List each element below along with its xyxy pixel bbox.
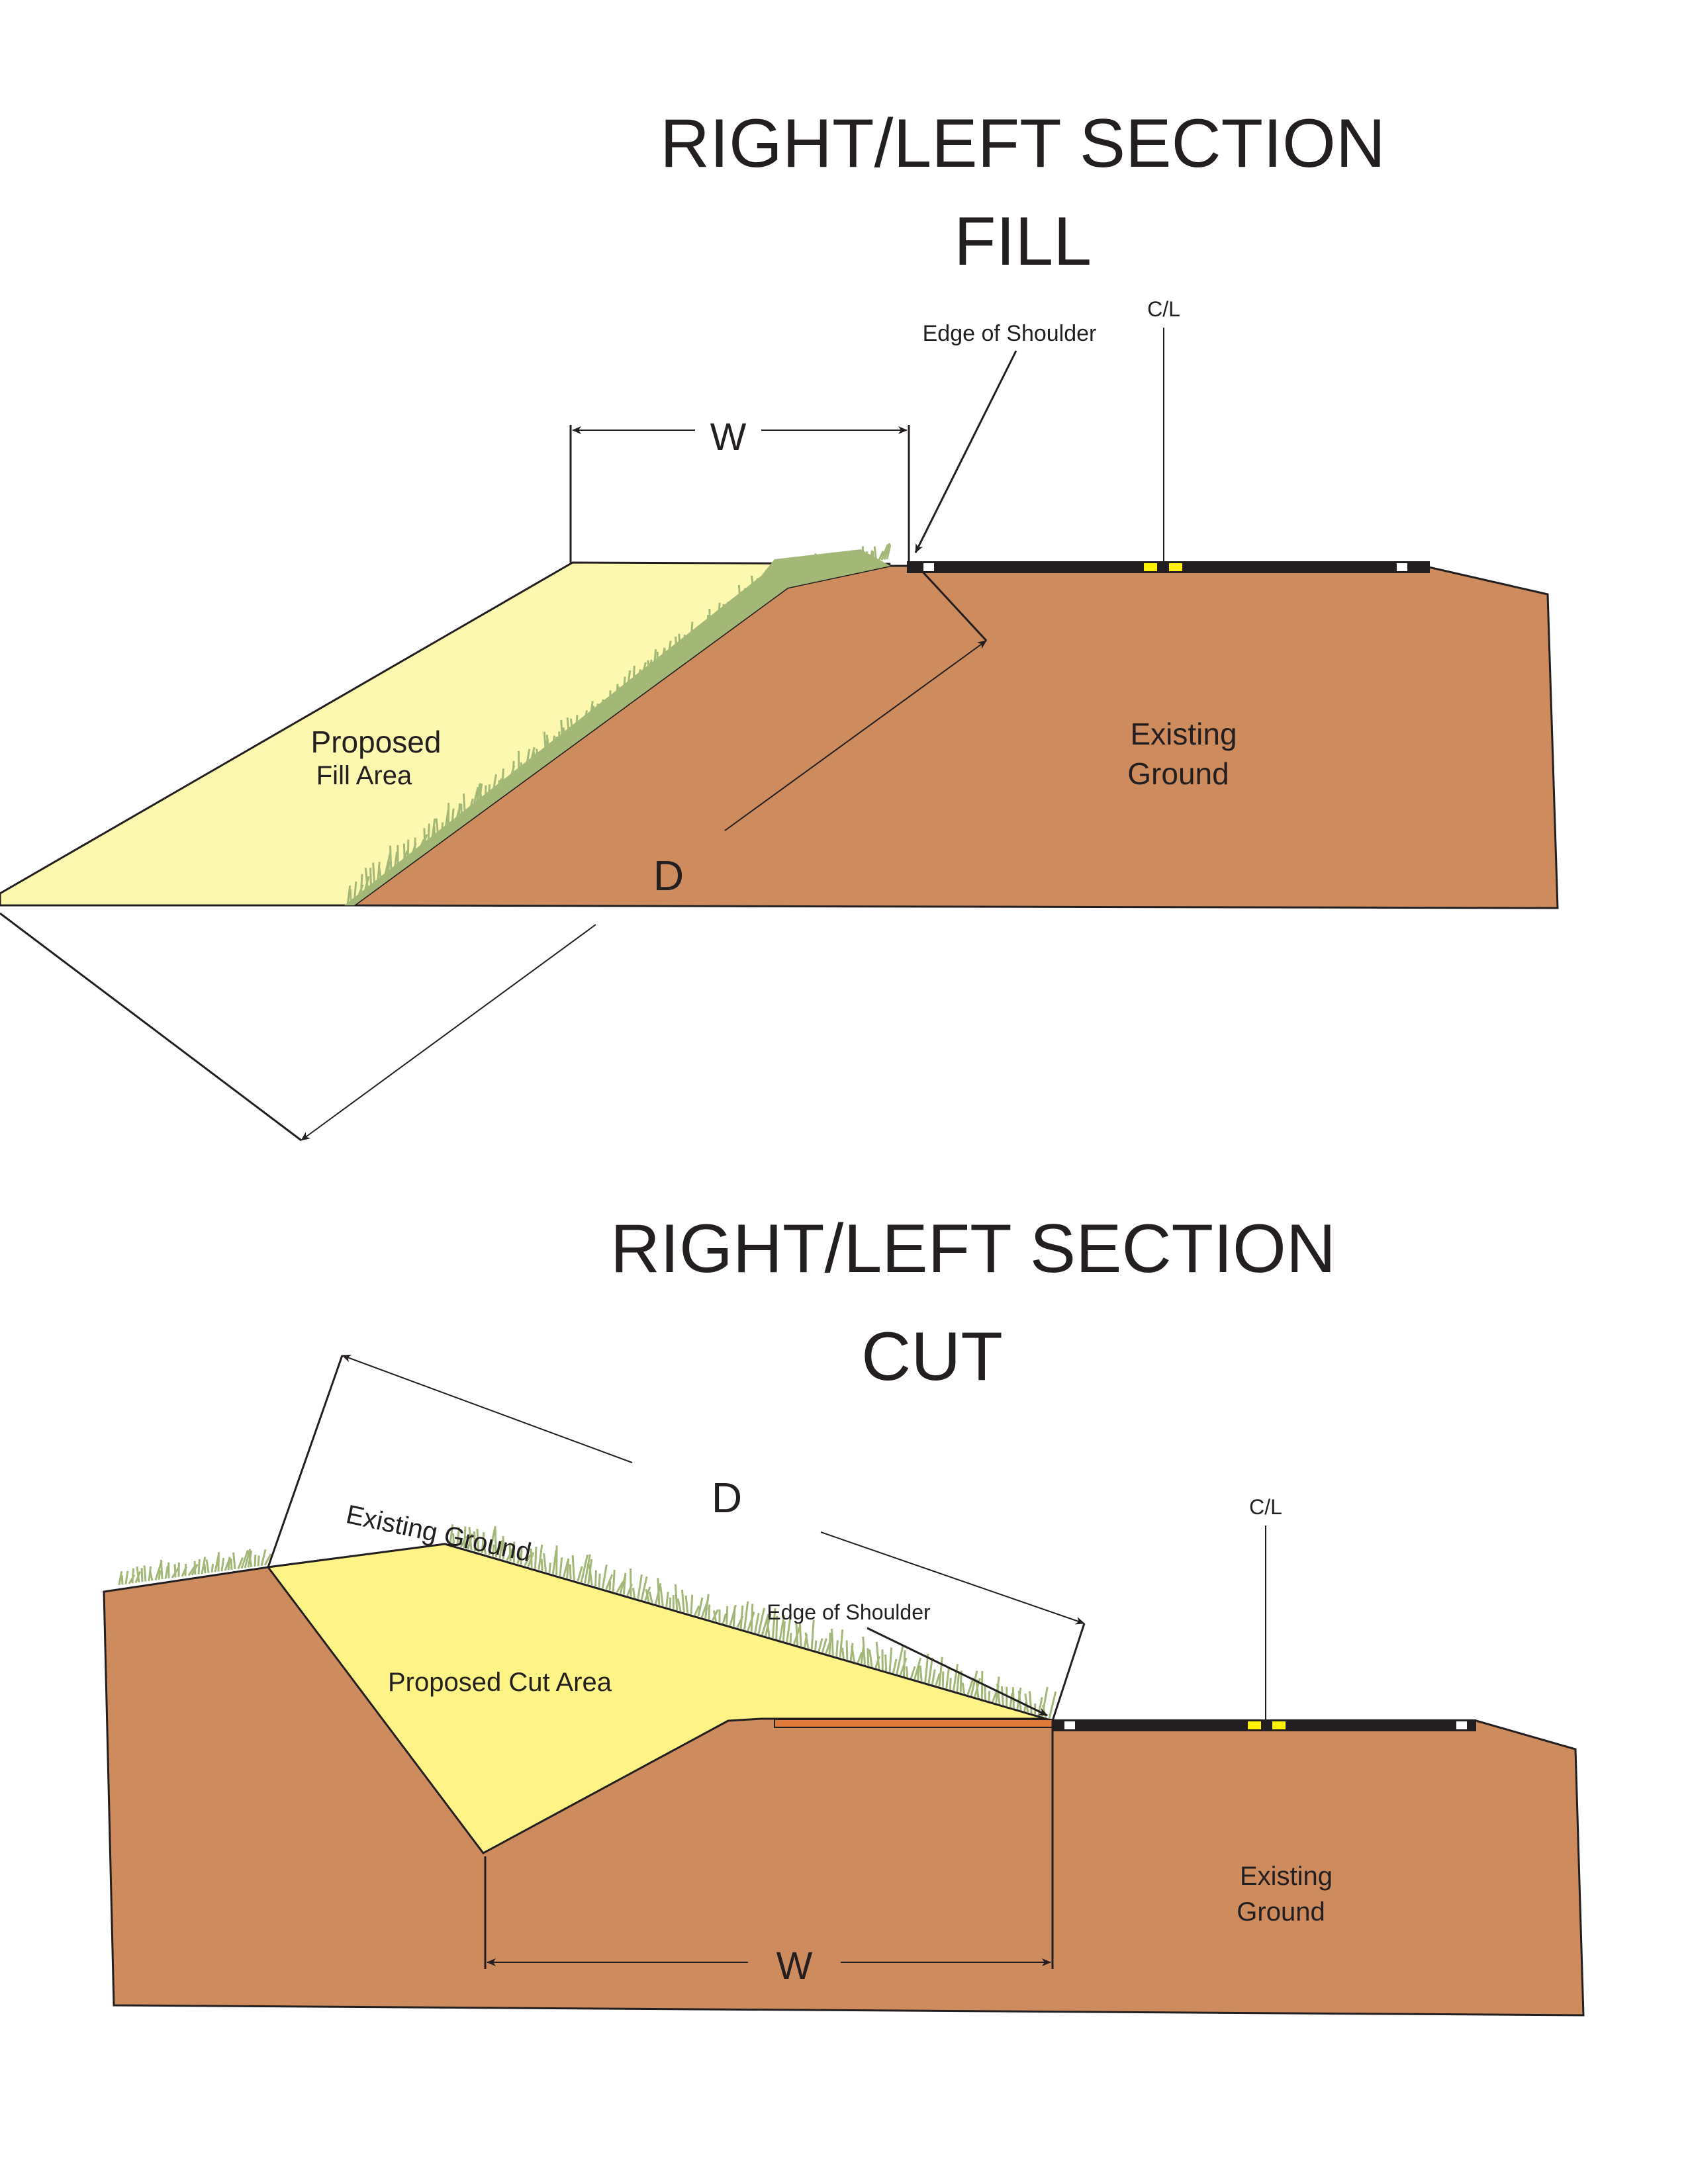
cut-d-ext-right xyxy=(1051,1623,1086,1721)
fill-existing-label-line2: Ground xyxy=(1127,756,1229,791)
cut-existing-label-line1: Existing xyxy=(1240,1862,1333,1891)
fill-centerline-label: C/L xyxy=(1147,297,1180,321)
cut-grass-blades xyxy=(118,1524,1057,1719)
fill-centerline-stripe-1 xyxy=(1144,563,1157,571)
fill-title-line1: RIGHT/LEFT SECTION xyxy=(660,105,1385,182)
grass-blade xyxy=(780,543,892,576)
cut-d-ext-left xyxy=(267,1355,344,1568)
fill-width-dim-label: W xyxy=(710,416,747,459)
fill-existing-label-line1: Existing xyxy=(1130,717,1237,751)
dimension-arrow-icon xyxy=(820,1531,1085,1625)
cut-shoulder-mark-right xyxy=(1456,1721,1467,1729)
fill-title-line2: FILL xyxy=(954,203,1092,280)
fill-edge-of-shoulder-label: Edge of Shoulder xyxy=(923,321,1097,346)
cut-edge-of-shoulder-label: Edge of Shoulder xyxy=(767,1600,931,1624)
fill-shoulder-mark-right xyxy=(1397,563,1407,571)
fill-centerline-stripe-2 xyxy=(1169,563,1182,571)
cut-proposed-area xyxy=(266,1543,1047,1854)
cut-pavement xyxy=(1053,1719,1476,1731)
fill-d-ext-top xyxy=(920,569,988,642)
fill-proposed-label-line1: Proposed xyxy=(311,725,442,759)
fill-proposed-label-line2: Fill Area xyxy=(316,761,412,790)
dimension-arrow-icon xyxy=(342,1354,633,1463)
fill-section: RIGHT/LEFT SECTION FILL C/L Edge of Shou… xyxy=(0,105,1559,1142)
cut-centerline-stripe-1 xyxy=(1248,1721,1261,1729)
fill-pavement xyxy=(907,561,1430,573)
cut-shoulder-mark-left xyxy=(1064,1721,1075,1729)
fill-grass-band xyxy=(344,549,890,905)
cut-centerline-stripe-2 xyxy=(1272,1721,1286,1729)
grass-blade xyxy=(449,1524,1057,1719)
fill-depth-dim-label: D xyxy=(653,852,684,899)
cut-existing-label-line2: Ground xyxy=(1237,1897,1325,1927)
cut-proposed-label: Proposed Cut Area xyxy=(388,1668,612,1697)
cut-title-line2: CUT xyxy=(861,1318,1003,1395)
cut-title-line1: RIGHT/LEFT SECTION xyxy=(610,1210,1336,1287)
cut-section: RIGHT/LEFT SECTION CUT C/L Edge of Shoul… xyxy=(103,1210,1585,2017)
cut-centerline-label: C/L xyxy=(1249,1495,1282,1519)
leader-arrow-icon xyxy=(914,350,1017,553)
cut-depth-dim-label: D xyxy=(712,1474,742,1522)
cut-shoulder-strip xyxy=(774,1719,1053,1728)
fill-shoulder-mark-left xyxy=(923,563,934,571)
fill-d-ext-bottom xyxy=(0,912,302,1142)
grass-blade xyxy=(346,559,782,906)
cut-width-dim-label: W xyxy=(776,1944,813,1987)
leader-arrow-icon xyxy=(867,1627,1048,1717)
grass-blade xyxy=(118,1549,272,1586)
dimension-arrow-icon xyxy=(724,640,987,831)
fill-grass-blades xyxy=(346,543,892,906)
dimension-arrow-icon xyxy=(301,924,596,1141)
